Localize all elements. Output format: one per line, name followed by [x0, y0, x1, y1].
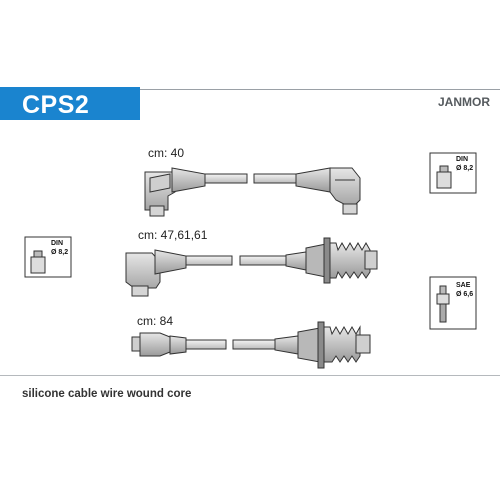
cable-1-length: cm: 40: [148, 146, 185, 160]
sae-title: SAE: [456, 282, 471, 289]
din-right-title: DIN: [456, 156, 469, 163]
header-divider: [140, 89, 500, 90]
din-right-size: Ø 8,2: [456, 165, 474, 172]
footer-divider: [0, 375, 500, 376]
din-badge-right: [429, 152, 477, 194]
cable-2: [125, 237, 378, 297]
cable-3: [131, 321, 371, 369]
cable-1: [144, 167, 361, 217]
din-left-title: DIN: [51, 240, 64, 247]
din-left-size: Ø 8,2: [51, 249, 69, 256]
sae-size: Ø 6,6: [456, 291, 474, 298]
product-code: CPS2: [22, 91, 90, 119]
cable-2-length: cm: 47,61,61: [138, 228, 208, 242]
brand-name: JANMOR: [437, 95, 490, 109]
header-bar: [0, 87, 140, 120]
cable-3-length: cm: 84: [137, 314, 174, 328]
sae-badge: [429, 276, 477, 330]
din-badge-left: [24, 236, 72, 278]
product-description: silicone cable wire wound core: [22, 388, 192, 400]
